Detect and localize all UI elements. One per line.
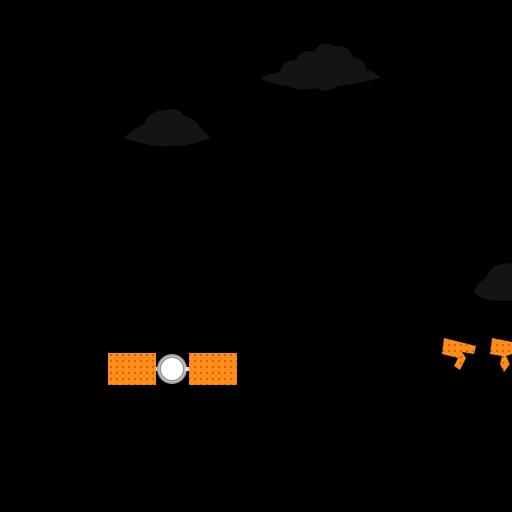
cloud-large-top [258,38,382,94]
solar-panel-left [108,353,156,385]
debris-panel-2 [488,336,512,376]
player-satellite [108,352,238,386]
cloud-medium-left [122,104,212,150]
cloud-small-right [472,260,512,304]
solar-panel-right [189,353,237,385]
debris-panel-1 [440,336,480,376]
